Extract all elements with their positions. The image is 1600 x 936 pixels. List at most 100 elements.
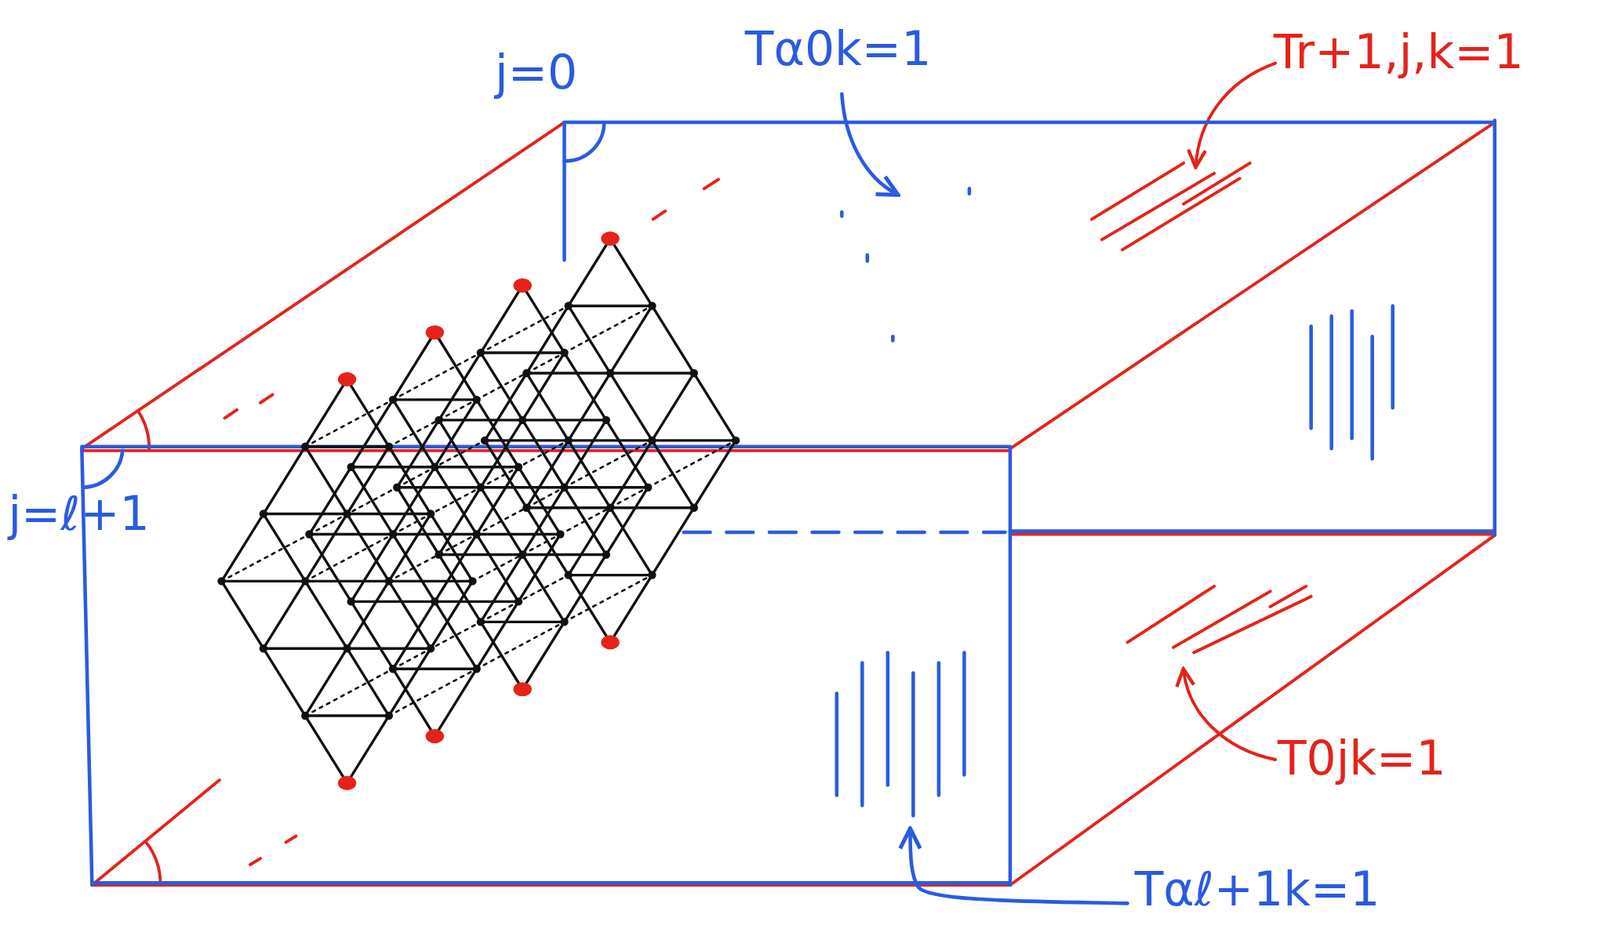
lattice-edge: [568, 439, 653, 442]
lattice-vertex: [606, 369, 615, 378]
boundary-condition-label: Tr+1,j,k=1: [1273, 25, 1524, 78]
lattice-edge: [651, 440, 694, 509]
lattice-edge: [526, 371, 611, 375]
lattice-edge: [484, 373, 527, 441]
lattice-edge: [351, 534, 393, 603]
lattice-edge: [263, 447, 306, 515]
lattice-edge: [610, 373, 652, 441]
lattice-edge: [305, 514, 347, 582]
lattice-edge: [347, 648, 390, 717]
lattice-edge: [309, 534, 351, 603]
lattice-vertex: [305, 530, 313, 539]
boundary-vertex: [600, 231, 619, 246]
lattice-vertex: [430, 462, 439, 471]
lattice-vertex: [690, 504, 699, 513]
lattice-edge: [305, 714, 390, 717]
lattice-edge: [392, 467, 435, 535]
lattice-vertex: [426, 644, 435, 653]
lattice-vertex: [301, 442, 310, 451]
lattice-edge: [568, 238, 611, 306]
lattice-edge: [347, 581, 390, 649]
lattice-vertex: [476, 349, 485, 357]
lattice-edge: [305, 648, 347, 717]
lattice-edge: [434, 467, 477, 535]
lattice-vertex: [476, 618, 485, 626]
lattice-edge: [347, 512, 432, 516]
lattice-edge: [610, 305, 652, 374]
lattice-edge: [434, 400, 477, 468]
lattice-edge: [526, 506, 611, 510]
lattice-edge: [434, 600, 519, 604]
lattice-edge: [564, 486, 649, 489]
lattice-edge: [392, 398, 477, 401]
lattice-vertex: [602, 550, 611, 559]
lattice-edge: [476, 601, 519, 670]
lattice-vertex: [342, 509, 351, 518]
boundary-vertex: [513, 682, 532, 697]
lattice-edge: [526, 373, 568, 441]
red-edges: [81, 63, 1495, 886]
lattice-vertex: [514, 597, 523, 606]
lattice-vertex: [472, 665, 480, 673]
lattice-vertex: [342, 644, 351, 653]
lattice-vertex: [647, 301, 656, 310]
lattice-edge: [389, 580, 473, 583]
lattice-edge: [305, 580, 390, 583]
lattice-edge: [434, 465, 519, 469]
lattice-edge: [610, 506, 695, 510]
lattice-edge: [480, 621, 565, 624]
lattice-vertex: [259, 509, 268, 518]
lattice-edge: [305, 716, 347, 784]
lattice-edge: [476, 534, 519, 603]
lattice-vertex: [647, 436, 656, 445]
lattice-figure: [217, 231, 740, 791]
lattice-edge: [392, 400, 435, 468]
lattice-edge: [568, 574, 653, 577]
boundary-index-label: j=ℓ+1: [7, 487, 150, 540]
lattice-edge: [476, 467, 519, 535]
lattice-edge: [305, 445, 390, 448]
lattice-edge: [568, 373, 611, 441]
boundary-vertex: [425, 325, 444, 340]
lattice-edge: [434, 332, 477, 400]
lattice-vertex: [434, 416, 443, 425]
boundary-vertex: [425, 729, 444, 744]
lattice-vertex: [259, 644, 268, 653]
lattice-edge: [221, 514, 264, 582]
lattice-edge: [221, 580, 306, 583]
lattice-edge: [263, 514, 306, 582]
lattice-edge: [610, 508, 652, 576]
lattice-edge: [434, 534, 477, 603]
lattice-edge: [389, 581, 431, 649]
lattice-vertex: [426, 509, 435, 518]
lattice-edge: [568, 305, 611, 374]
lattice-edge: [347, 647, 432, 651]
lattice-edge: [389, 514, 431, 582]
boundary-condition-label: T0jk=1: [1277, 732, 1447, 785]
lattice-edge: [396, 420, 439, 488]
lattice-edge: [526, 305, 568, 374]
lattice-edge: [347, 447, 390, 515]
lattice-edge: [651, 508, 694, 576]
lattice-edge: [522, 285, 564, 353]
lattice-edge: [392, 534, 435, 603]
lattice-vertex: [647, 570, 656, 579]
lattice-vertex: [518, 416, 527, 425]
boundary-index-label: j=0: [494, 46, 578, 99]
lattice-edge: [392, 601, 435, 670]
lattice-edge: [694, 373, 736, 441]
boundary-vertex: [600, 635, 619, 650]
lattice-edge: [480, 420, 523, 488]
lattice-vertex: [518, 550, 527, 559]
lattice-vertex: [564, 436, 573, 445]
lattice-vertex: [434, 550, 443, 559]
lattice-edge: [392, 533, 477, 536]
lattice-edge: [568, 305, 653, 308]
lattice-edge: [518, 467, 560, 535]
lattice-edge: [480, 555, 523, 623]
lattice-vertex: [392, 483, 401, 492]
lattice-edge: [305, 379, 347, 448]
lattice-vertex: [476, 483, 485, 492]
lattice-edge: [694, 440, 736, 509]
